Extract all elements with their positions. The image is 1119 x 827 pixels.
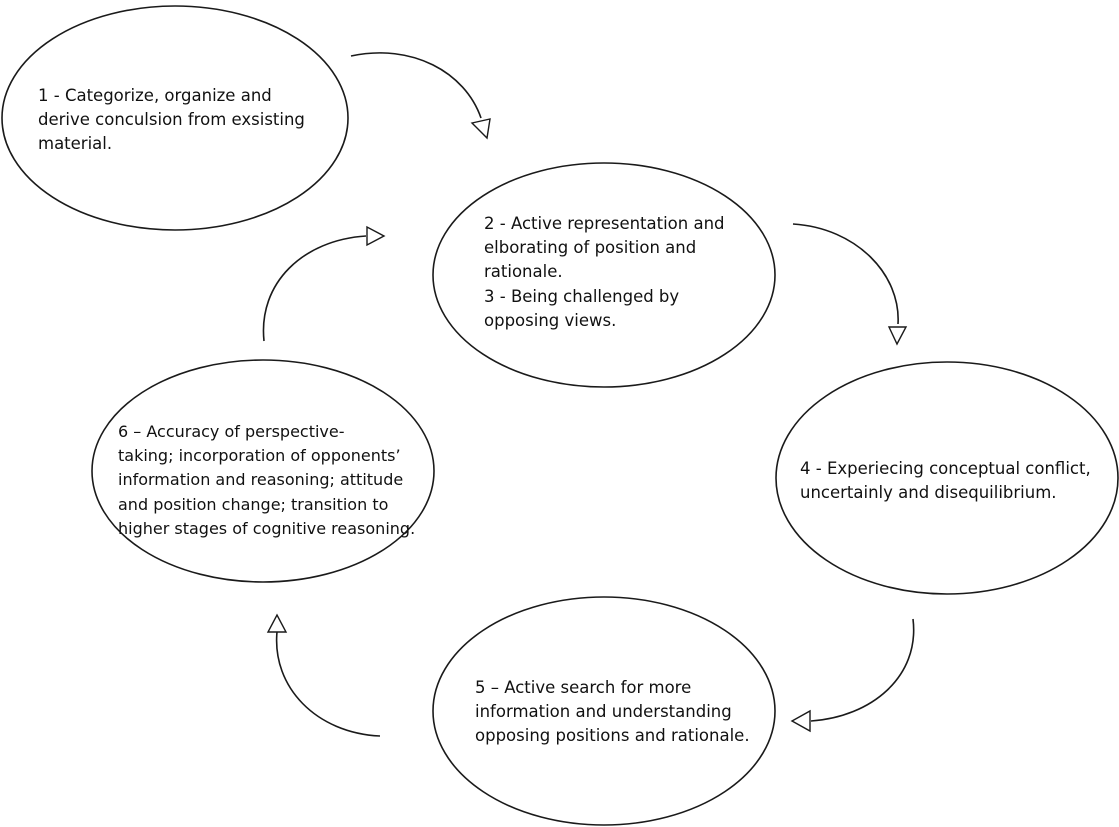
node-5-line: opposing positions and rationale. [475, 726, 750, 746]
node-6-line: and position change; transition to [118, 494, 389, 514]
node-6-ellipse [91, 359, 435, 583]
node-2-line: 2 - Active representation and [484, 214, 725, 233]
arrow-5-to-6-curve [275, 631, 381, 737]
arrow-2-to-4-head [887, 326, 908, 346]
node-2-line: elborating of position and [484, 238, 697, 258]
node-2-text: 2 - Active representation and elborating… [484, 212, 725, 333]
node-4-text: 4 - Experiecing conceptual conflict, unc… [800, 457, 1091, 505]
node-6-line: higher stages of cognitive reasoning. [118, 518, 416, 538]
node-4-line: uncertainly and disequilibrium. [800, 483, 1057, 503]
arrow-5-to-6-head [266, 613, 288, 633]
node-1-line: 1 - Categorize, organize and [38, 86, 272, 105]
node-2-ellipse [432, 162, 776, 388]
arrow-1-to-2-head [470, 118, 491, 140]
node-2-line: rationale. [484, 262, 563, 282]
node-4-line: 4 - Experiecing conceptual conflict, [800, 459, 1091, 478]
node-5-line: 5 – Active search for more [475, 678, 692, 697]
arrow-4-to-5-head [790, 709, 811, 733]
node-5-text: 5 – Active search for more information a… [475, 676, 750, 749]
arrow-6-to-2-head [366, 225, 386, 247]
node-6-line: taking; incorporation of opponents’ [118, 446, 401, 466]
node-6-line: information and reasoning; attitude [118, 470, 404, 490]
node-4-ellipse [775, 361, 1119, 595]
arrow-1-to-2-curve [350, 52, 482, 119]
node-1-line: material. [38, 134, 113, 154]
node-1-ellipse [1, 5, 349, 231]
node-6-line: 6 – Accuracy of perspective- [118, 422, 345, 441]
arrow-4-to-5-curve [810, 618, 915, 722]
arrow-2-to-4-curve [792, 223, 899, 325]
node-6-text: 6 – Accuracy of perspective- taking; inc… [118, 420, 415, 541]
node-2-line: opposing views. [484, 310, 617, 330]
node-1-line: derive conculsion from exsisting [38, 110, 305, 130]
node-5-ellipse [432, 596, 776, 826]
node-5-line: information and understanding [475, 702, 732, 722]
node-2-line: 3 - Being challenged by [484, 286, 680, 306]
arrow-6-to-2-curve [262, 235, 367, 342]
node-1-text: 1 - Categorize, organize and derive conc… [38, 84, 305, 157]
